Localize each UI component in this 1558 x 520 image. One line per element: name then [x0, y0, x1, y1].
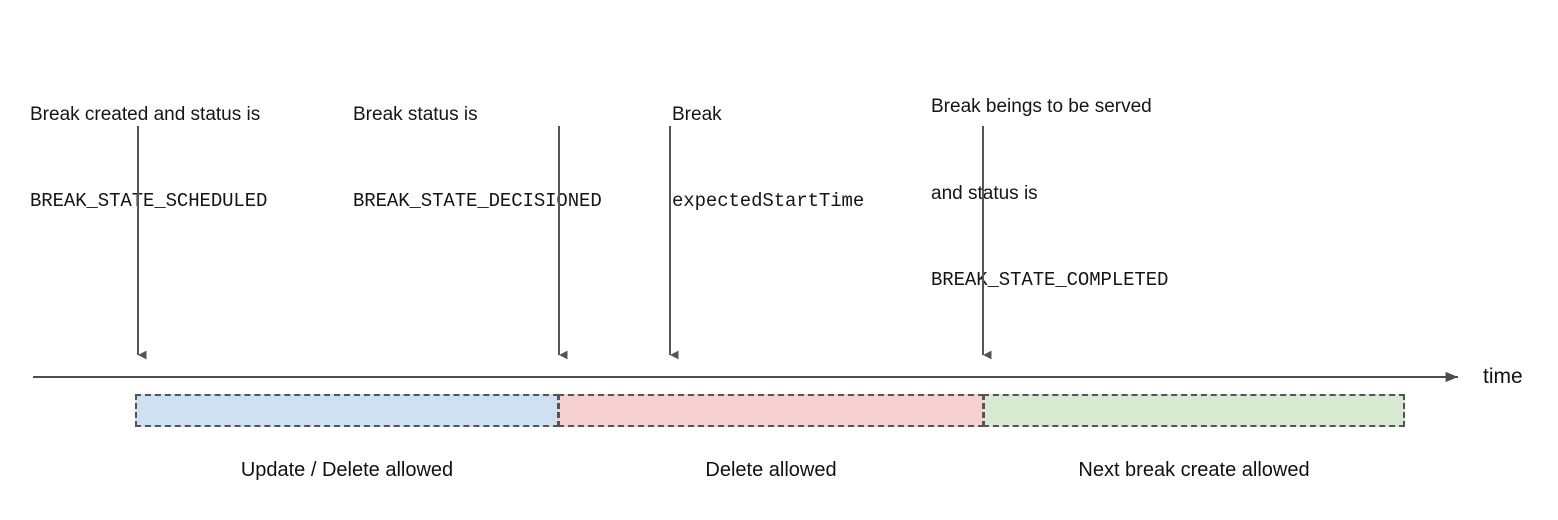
annotation-scheduled: Break created and status is BREAK_STATE_… — [30, 42, 267, 274]
annotation-completed-line-2: and status is — [931, 183, 1038, 204]
phase-caption-delete: Delete allowed — [705, 459, 837, 481]
annotation-decisioned-line-2: BREAK_STATE_DECISIONED — [353, 190, 602, 212]
annotation-completed-line-3: BREAK_STATE_COMPLETED — [931, 269, 1169, 291]
annotation-completed: Break beings to be served and status is … — [931, 34, 1168, 353]
phase-caption-update-delete: Update / Delete allowed — [240, 459, 454, 481]
annotation-completed-line-1: Break beings to be served — [931, 96, 1152, 117]
annotation-expected-start-time-line-1: Break — [672, 104, 722, 125]
phase-bar-next-break-create — [983, 394, 1405, 427]
time-axis-label: time — [1483, 365, 1523, 388]
phase-bar-delete — [558, 394, 984, 427]
phase-caption-next-break-create: Next break create allowed — [1078, 459, 1310, 481]
phase-bar-update-delete — [135, 394, 559, 427]
annotation-decisioned: Break status is BREAK_STATE_DECISIONED — [353, 42, 602, 274]
annotation-expected-start-time: Break expectedStartTime — [672, 42, 864, 274]
annotation-expected-start-time-line-2: expectedStartTime — [672, 190, 865, 212]
annotation-decisioned-line-1: Break status is — [353, 104, 478, 125]
annotation-scheduled-line-1: Break created and status is — [30, 104, 261, 125]
annotation-scheduled-line-2: BREAK_STATE_SCHEDULED — [30, 190, 268, 212]
phase-bars — [135, 394, 1405, 427]
